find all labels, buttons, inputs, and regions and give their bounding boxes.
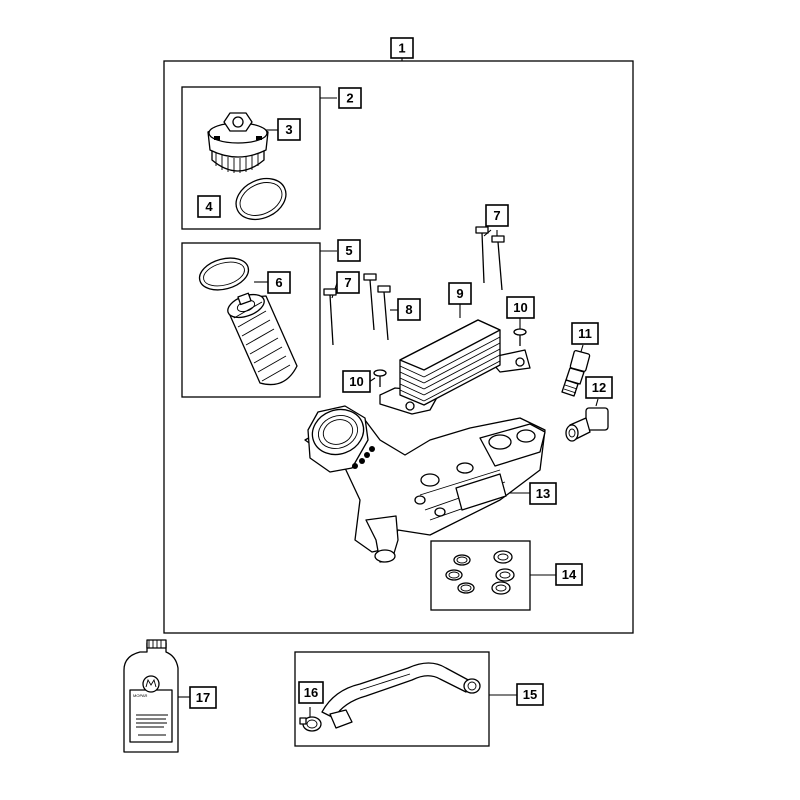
seal-kit [445, 550, 515, 595]
callout-14[interactable]: 14 [555, 563, 583, 586]
callout-8[interactable]: 8 [397, 298, 421, 321]
oil-filter-cap [207, 112, 269, 173]
assembly-frame [163, 60, 634, 634]
engine-oil-bottle: MOPAR [123, 639, 179, 753]
coolant-hose [321, 662, 481, 729]
hose-frame [294, 651, 490, 747]
callout-11[interactable]: 11 [571, 322, 599, 345]
svg-text:6: 6 [275, 275, 282, 290]
callout-15[interactable]: 15 [516, 683, 544, 706]
oil-filter-housing [304, 405, 546, 563]
filter-cap-kit-frame [181, 86, 321, 230]
svg-text:9: 9 [456, 286, 463, 301]
svg-text:3: 3 [285, 122, 292, 137]
callout-5[interactable]: 5 [337, 239, 361, 262]
svg-text:13: 13 [536, 486, 550, 501]
callout-10-lower[interactable]: 10 [342, 370, 371, 393]
svg-text:10: 10 [513, 300, 527, 315]
bottle-brand-label: MOPAR [133, 693, 147, 698]
oil-temperature-sensor [565, 407, 609, 442]
filter-kit-frame [181, 242, 321, 398]
oil-cooler [379, 319, 531, 415]
callout-7-lower[interactable]: 7 [336, 271, 360, 294]
mopar-logo [142, 675, 160, 693]
callout-7-upper[interactable]: 7 [485, 204, 509, 227]
callouts: 1 2 3 4 5 6 7 7 8 9 10 10 11 12 13 14 15… [189, 37, 613, 709]
callout-1[interactable]: 1 [390, 37, 414, 59]
svg-text:2: 2 [346, 91, 353, 106]
callout-3[interactable]: 3 [277, 118, 301, 141]
svg-text:10: 10 [349, 374, 363, 389]
svg-text:14: 14 [562, 567, 577, 582]
callout-10-upper[interactable]: 10 [506, 296, 535, 319]
svg-text:17: 17 [196, 690, 210, 705]
callout-13[interactable]: 13 [529, 482, 557, 505]
callout-6[interactable]: 6 [267, 271, 291, 294]
screw-lower [373, 369, 387, 387]
svg-text:8: 8 [405, 302, 412, 317]
svg-text:11: 11 [578, 326, 592, 341]
hose-clamp [299, 716, 322, 732]
callout-9[interactable]: 9 [448, 282, 472, 305]
bottle-fine-print [136, 714, 168, 736]
oil-pressure-sensor [561, 350, 591, 397]
filter-o-ring [198, 257, 250, 291]
svg-text:12: 12 [592, 380, 606, 395]
callout-17[interactable]: 17 [189, 686, 217, 709]
bolts-long [323, 226, 505, 346]
svg-text:5: 5 [345, 243, 352, 258]
svg-text:7: 7 [344, 275, 351, 290]
callout-12[interactable]: 12 [585, 376, 613, 399]
callout-2[interactable]: 2 [338, 87, 362, 109]
callout-16[interactable]: 16 [298, 681, 324, 704]
oil-filter-element [227, 292, 298, 386]
cap-o-ring [235, 177, 287, 221]
svg-text:1: 1 [398, 41, 405, 56]
svg-text:15: 15 [523, 687, 537, 702]
svg-text:7: 7 [493, 208, 500, 223]
callout-4[interactable]: 4 [197, 195, 221, 218]
svg-text:4: 4 [205, 199, 213, 214]
svg-text:16: 16 [304, 685, 318, 700]
screw-upper [513, 328, 527, 346]
